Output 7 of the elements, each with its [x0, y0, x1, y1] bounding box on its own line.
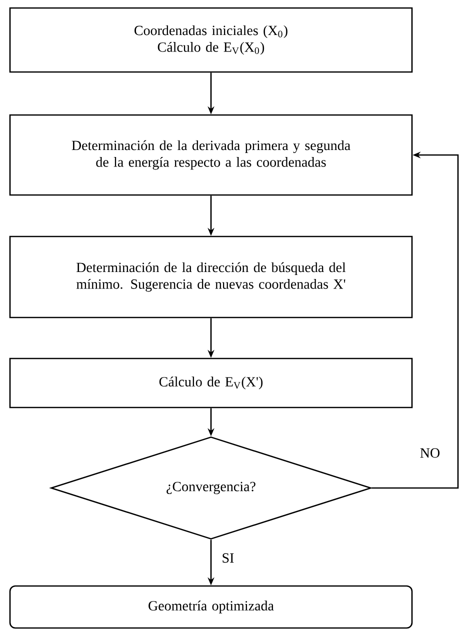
edge-label: NO — [418, 446, 442, 460]
process-box: Coordenadas iniciales (X$_{0}$) Cálculo de E$_{V}$(X$_{0}$) — [9, 7, 413, 73]
process-box: Determinación de la dirección de búsqueda del mínimo. Sugerencia de nuevas coordenadas X' — [9, 236, 413, 318]
process-box: Determinación de la derivada primera y segunda de la energía respecto a las coordenadas — [9, 114, 413, 196]
terminal-box: Geometría optimizada — [9, 585, 413, 629]
process-box: Cálculo de E$_{V}$(X') — [9, 358, 413, 408]
edge-label: SI — [220, 552, 236, 564]
